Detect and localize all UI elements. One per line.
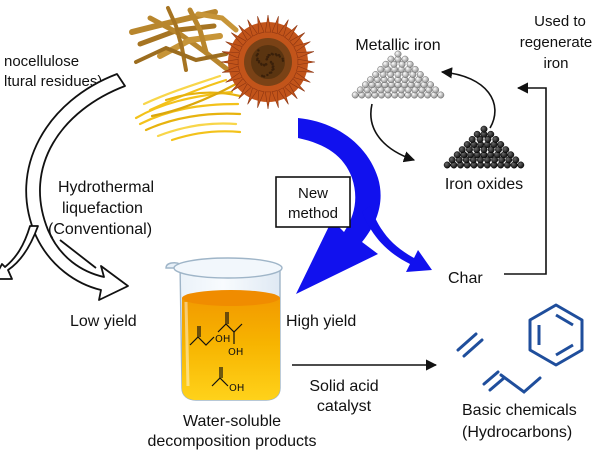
new-method-label-line1: New bbox=[298, 185, 328, 202]
used-to-label-line1: Used to bbox=[534, 13, 586, 30]
water-soluble-label-line2: decomposition products bbox=[148, 433, 317, 450]
oxidation-arrow bbox=[370, 103, 416, 163]
char-label: Char bbox=[448, 270, 483, 287]
solid-acid-label-line1: Solid acid bbox=[309, 378, 378, 395]
char-blue-arrow bbox=[362, 206, 432, 272]
new-method-box bbox=[275, 176, 351, 228]
lignocellulose-label-line2: ltural residues) bbox=[4, 73, 102, 90]
propylene-icon bbox=[482, 370, 542, 394]
solid-acid-label-line2: catalyst bbox=[317, 398, 372, 415]
hydroxybutanone-structure bbox=[217, 312, 243, 344]
small-diagonal-arrow bbox=[59, 239, 97, 269]
basic-chemicals-label-line2: (Hydrocarbons) bbox=[462, 424, 572, 441]
beaker-icon bbox=[165, 257, 283, 401]
low-yield-label: Low yield bbox=[70, 313, 137, 330]
conventional-arc-arrow bbox=[25, 73, 129, 301]
chem-oh-label-left: OH bbox=[215, 334, 230, 345]
used-to-label-line2: regenerate bbox=[520, 34, 593, 51]
new-method-label-line2: method bbox=[288, 205, 338, 222]
htl-label-line1: Hydrothermal bbox=[58, 179, 154, 196]
chem-oh-label-acid: OH bbox=[229, 383, 244, 394]
htl-label-line2: liquefaction bbox=[62, 200, 143, 217]
iron-oxide-pile-icon bbox=[443, 125, 525, 169]
high-yield-label: High yield bbox=[286, 313, 356, 330]
metallic-iron-pile-icon bbox=[351, 50, 445, 99]
sunflower-icon bbox=[220, 14, 316, 110]
chem-oh-label-right: OH bbox=[228, 347, 243, 358]
water-soluble-label-line1: Water-soluble bbox=[183, 413, 281, 430]
char-to-iron-arrow bbox=[504, 82, 547, 275]
new-method-blue-arrow bbox=[296, 118, 381, 294]
lignocellulose-label-line1: nocellulose bbox=[4, 53, 79, 70]
used-to-label-line3: iron bbox=[543, 55, 568, 72]
left-offpage-arrow bbox=[0, 225, 39, 280]
regeneration-arrow bbox=[440, 67, 496, 129]
ethylene-icon bbox=[456, 332, 484, 358]
htl-label-line3: (Conventional) bbox=[48, 221, 152, 238]
hydroxyacetone-structure bbox=[189, 326, 215, 346]
iron-oxides-label: Iron oxides bbox=[445, 176, 523, 193]
yellow-straw-icon bbox=[134, 74, 242, 142]
basic-chemicals-label-line1: Basic chemicals bbox=[462, 402, 577, 419]
benzene-icon bbox=[528, 303, 584, 367]
metallic-iron-label: Metallic iron bbox=[355, 37, 440, 54]
acetic-acid-structure bbox=[211, 367, 229, 387]
brown-straw-icon bbox=[129, 6, 239, 73]
